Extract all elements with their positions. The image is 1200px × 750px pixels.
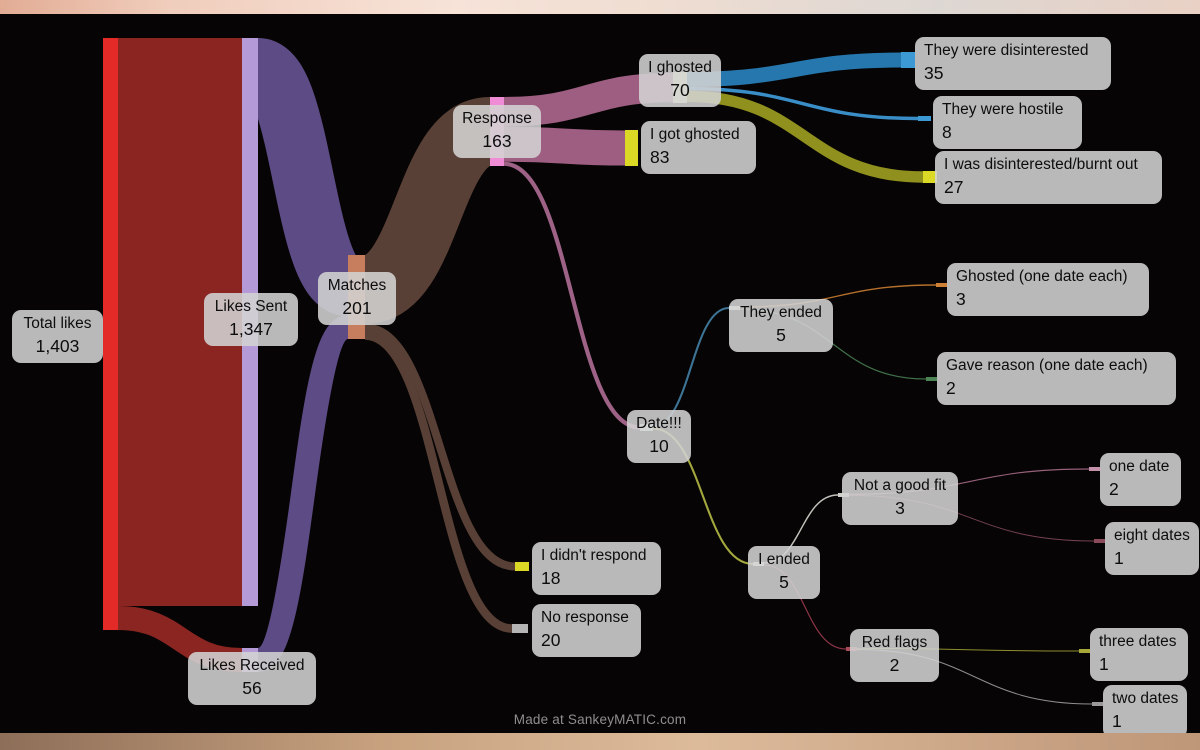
node-value-text: 1 xyxy=(1114,548,1124,568)
flow-response-to-date xyxy=(503,161,641,430)
node-value-text: 83 xyxy=(650,147,670,167)
node-value-text: 1 xyxy=(1099,654,1109,674)
node-label-no_response: No response 20 xyxy=(532,604,641,657)
node-value-text: 8 xyxy=(942,122,952,142)
node-label-date: Date!!! 10 xyxy=(627,410,691,463)
node-label-text: They were disinterested xyxy=(924,42,1089,59)
node-bar-i_got_ghosted xyxy=(625,130,638,166)
node-label-ghosted_one_date: Ghosted (one date each) 3 xyxy=(947,263,1149,316)
node-label-eight_dates: eight dates 1 xyxy=(1105,522,1199,575)
flow-i_ghosted-to-they_were_disinterested xyxy=(686,52,902,87)
node-label-text: Likes Sent xyxy=(214,298,288,315)
bottom-frame-bar xyxy=(0,733,1200,750)
node-label-text: I ended xyxy=(758,551,810,568)
node-label-they_were_hostile: They were hostile 8 xyxy=(933,96,1082,149)
node-value-text: 18 xyxy=(541,568,561,588)
node-bar-ghosted_one_date xyxy=(936,283,947,287)
node-value-text: 1 xyxy=(1112,711,1122,731)
node-label-i_was_disinterested: I was disinterested/burnt out 27 xyxy=(935,151,1162,204)
node-label-text: They ended xyxy=(740,304,822,321)
node-label-likes_received: Likes Received 56 xyxy=(188,652,316,705)
flow-i_ghosted-to-i_was_disinterested xyxy=(686,90,924,183)
node-label-text: one date xyxy=(1109,458,1170,475)
flow-likes_received-to-matches xyxy=(254,315,352,672)
node-label-text: No response xyxy=(541,609,629,626)
node-label-text: Not a good fit xyxy=(853,477,947,494)
node-bar-total_likes xyxy=(103,38,118,630)
node-label-text: Likes Received xyxy=(199,657,305,674)
flow-matches-to-i_didnt_respond xyxy=(364,323,516,571)
node-label-i_ended: I ended 5 xyxy=(748,546,820,599)
node-value-text: 5 xyxy=(776,325,786,345)
node-label-text: Red flags xyxy=(861,634,928,651)
node-bar-i_didnt_respond xyxy=(515,562,529,571)
node-value-text: 10 xyxy=(649,436,669,456)
node-label-text: Date!!! xyxy=(636,415,682,432)
node-label-text: Response xyxy=(462,110,532,127)
node-label-i_got_ghosted: I got ghosted 83 xyxy=(641,121,756,174)
node-label-total_likes: Total likes 1,403 xyxy=(12,310,103,363)
node-label-response: Response 163 xyxy=(453,105,541,158)
node-label-text: three dates xyxy=(1099,633,1177,650)
node-label-red_flags: Red flags 2 xyxy=(850,629,939,682)
node-value-text: 1,347 xyxy=(229,319,273,339)
node-value-text: 2 xyxy=(1109,479,1119,499)
node-label-two_dates: two dates 1 xyxy=(1103,685,1188,738)
node-label-text: They were hostile xyxy=(942,101,1064,118)
node-value-text: 20 xyxy=(541,630,561,650)
node-bar-they_were_hostile xyxy=(918,116,931,121)
node-bar-two_dates xyxy=(1092,702,1103,706)
node-bar-they_were_disinterested xyxy=(901,52,915,68)
node-label-text: I ghosted xyxy=(648,59,712,76)
node-value-text: 163 xyxy=(482,131,512,151)
node-value-text: 5 xyxy=(779,572,789,592)
node-value-text: 70 xyxy=(670,80,690,100)
node-label-one_date: one date 2 xyxy=(1100,453,1181,506)
node-label-text: eight dates xyxy=(1114,527,1190,544)
node-label-three_dates: three dates 1 xyxy=(1090,628,1188,681)
node-label-gave_reason: Gave reason (one date each) 2 xyxy=(937,352,1176,405)
node-value-text: 56 xyxy=(242,678,262,698)
node-label-i_didnt_respond: I didn't respond 18 xyxy=(532,542,661,595)
node-value-text: 3 xyxy=(895,498,905,518)
node-value-text: 2 xyxy=(946,378,956,398)
node-value-text: 2 xyxy=(889,655,900,675)
node-bar-eight_dates xyxy=(1094,539,1105,543)
top-frame-bar xyxy=(0,0,1200,14)
node-label-text: I was disinterested/burnt out xyxy=(944,156,1138,173)
node-label-text: I didn't respond xyxy=(541,547,647,564)
node-label-text: two dates xyxy=(1112,690,1179,707)
node-value-text: 3 xyxy=(956,289,966,309)
node-label-text: Ghosted (one date each) xyxy=(956,268,1128,285)
flow-i_ghosted-to-they_were_hostile xyxy=(686,86,919,121)
node-value-text: 27 xyxy=(944,177,964,197)
node-bar-gave_reason xyxy=(926,377,937,381)
node-value-text: 1,403 xyxy=(35,336,80,356)
node-label-they_were_disinterested: They were disinterested 35 xyxy=(915,37,1111,90)
node-label-text: I got ghosted xyxy=(650,126,740,143)
node-label-they_ended: They ended 5 xyxy=(729,299,833,352)
node-bar-one_date xyxy=(1089,467,1100,471)
credit-text: Made at SankeyMATIC.com xyxy=(513,712,687,727)
node-label-not_a_good_fit: Not a good fit 3 xyxy=(842,472,958,525)
node-label-i_ghosted: I ghosted 70 xyxy=(639,54,721,107)
node-label-text: Matches xyxy=(327,277,387,294)
node-label-text: Total likes xyxy=(23,315,92,332)
node-bar-no_response xyxy=(512,624,528,633)
node-value-text: 35 xyxy=(924,63,944,83)
flow-matches-to-no_response xyxy=(364,331,513,633)
node-label-likes_sent: Likes Sent 1,347 xyxy=(204,293,298,346)
node-value-text: 201 xyxy=(342,298,372,318)
node-label-text: Gave reason (one date each) xyxy=(946,357,1148,374)
node-bar-three_dates xyxy=(1079,649,1090,653)
node-label-matches: Matches 201 xyxy=(318,272,396,325)
node-bar-i_was_disinterested xyxy=(923,171,937,183)
